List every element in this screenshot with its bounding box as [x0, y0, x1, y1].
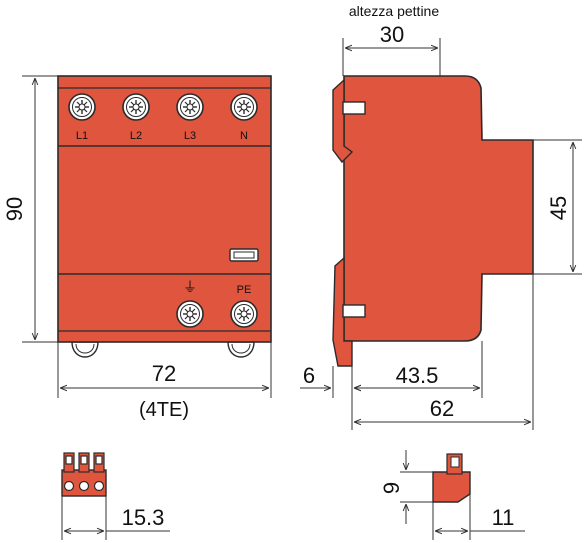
dimension-connector-depth-label: 11	[492, 505, 515, 530]
side-view: altezza pettine 30 45	[300, 3, 582, 430]
terminal-l3: L3	[176, 93, 204, 142]
dimension-rail-label: 6	[303, 363, 315, 388]
dimension-front-depth-label: 45	[546, 196, 571, 220]
dimension-front-width	[57, 342, 272, 398]
side-housing	[343, 75, 534, 342]
connector-side-view: 9 11	[379, 450, 525, 540]
connector-front-view: 15.3	[61, 452, 170, 540]
terminal-ground: ⏚	[176, 279, 204, 328]
comb-height-caption: altezza pettine	[349, 3, 439, 19]
din-rail-clip-top	[332, 78, 354, 164]
terminal-n-label: N	[240, 130, 248, 142]
dimension-front-width-label: 72	[152, 361, 176, 386]
dimension-comb-height	[342, 38, 441, 76]
dimension-front-height-label: 90	[2, 197, 27, 221]
terminal-pe: PE	[230, 284, 258, 328]
dimension-front-width-note: (4TE)	[139, 399, 189, 421]
connector-side-body	[432, 471, 471, 503]
dimension-front-depth	[533, 139, 582, 275]
dimension-connector-width-label: 15.3	[122, 505, 165, 530]
dimension-connector-height-label: 9	[379, 482, 404, 494]
front-housing	[57, 75, 272, 343]
terminal-n: N	[230, 93, 258, 142]
dimension-front-height	[22, 75, 58, 343]
terminal-pe-label: PE	[237, 284, 252, 296]
side-latch-bottom	[342, 304, 366, 318]
front-view: L1 L2 L3 N ⏚ PE 90	[2, 75, 272, 421]
terminal-l1: L1	[68, 93, 96, 142]
terminal-l2-label: L2	[130, 130, 142, 142]
side-latch-top	[342, 101, 366, 115]
terminal-l1-label: L1	[76, 130, 88, 142]
ground-symbol-icon: ⏚	[183, 279, 197, 295]
dimension-total-depth-label: 62	[430, 396, 454, 421]
terminal-l3-label: L3	[184, 130, 196, 142]
terminal-l2: L2	[122, 93, 150, 142]
dimension-body-depth-label: 43.5	[396, 363, 439, 388]
dimension-comb-height-label: 30	[380, 22, 404, 47]
